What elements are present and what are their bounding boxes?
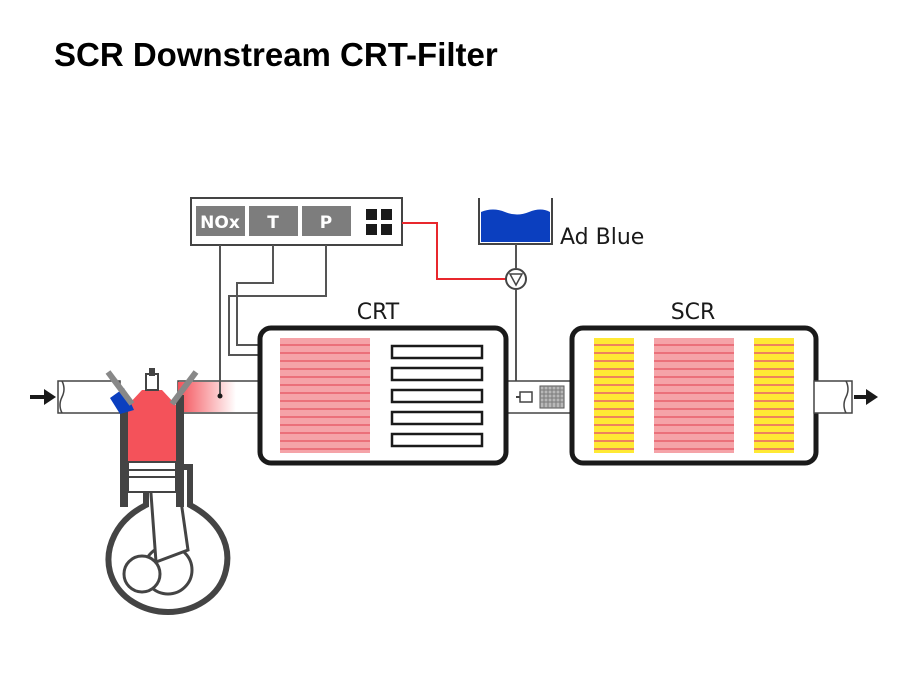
nox-label: NOx bbox=[200, 213, 240, 233]
scr-unit bbox=[569, 325, 819, 466]
dosing-signal-wire bbox=[402, 222, 508, 280]
exhaust-valve-icon bbox=[169, 370, 199, 406]
outlet-arrow-icon bbox=[854, 389, 878, 405]
particulate-filter bbox=[390, 344, 484, 448]
adblue-label: Ad Blue bbox=[560, 225, 644, 250]
crt-unit bbox=[257, 325, 509, 466]
p-label: P bbox=[320, 213, 332, 233]
nox-sensor-cell bbox=[196, 206, 245, 236]
dosing-pump-icon bbox=[505, 268, 527, 290]
engine-cylinder bbox=[105, 390, 231, 616]
temperature-sensor-cell bbox=[249, 206, 298, 236]
inlet-pipe bbox=[57, 380, 121, 414]
control-unit-icon bbox=[366, 209, 392, 235]
sensor-control-box: NOx T P bbox=[190, 197, 403, 246]
intake-valve-icon bbox=[105, 370, 135, 414]
inlet-arrow-icon bbox=[30, 389, 56, 405]
connecting-pipe bbox=[503, 380, 575, 414]
scr-label: SCR bbox=[671, 300, 716, 325]
adblue-tank bbox=[478, 198, 553, 245]
injector-icon bbox=[145, 368, 159, 391]
t-label: T bbox=[267, 213, 279, 233]
outlet-pipe bbox=[813, 380, 853, 414]
page-title: SCR Downstream CRT-Filter bbox=[54, 36, 498, 73]
pressure-sensor-cell bbox=[302, 206, 351, 236]
crt-label: CRT bbox=[357, 300, 400, 325]
injector-nozzle-icon bbox=[516, 391, 533, 403]
